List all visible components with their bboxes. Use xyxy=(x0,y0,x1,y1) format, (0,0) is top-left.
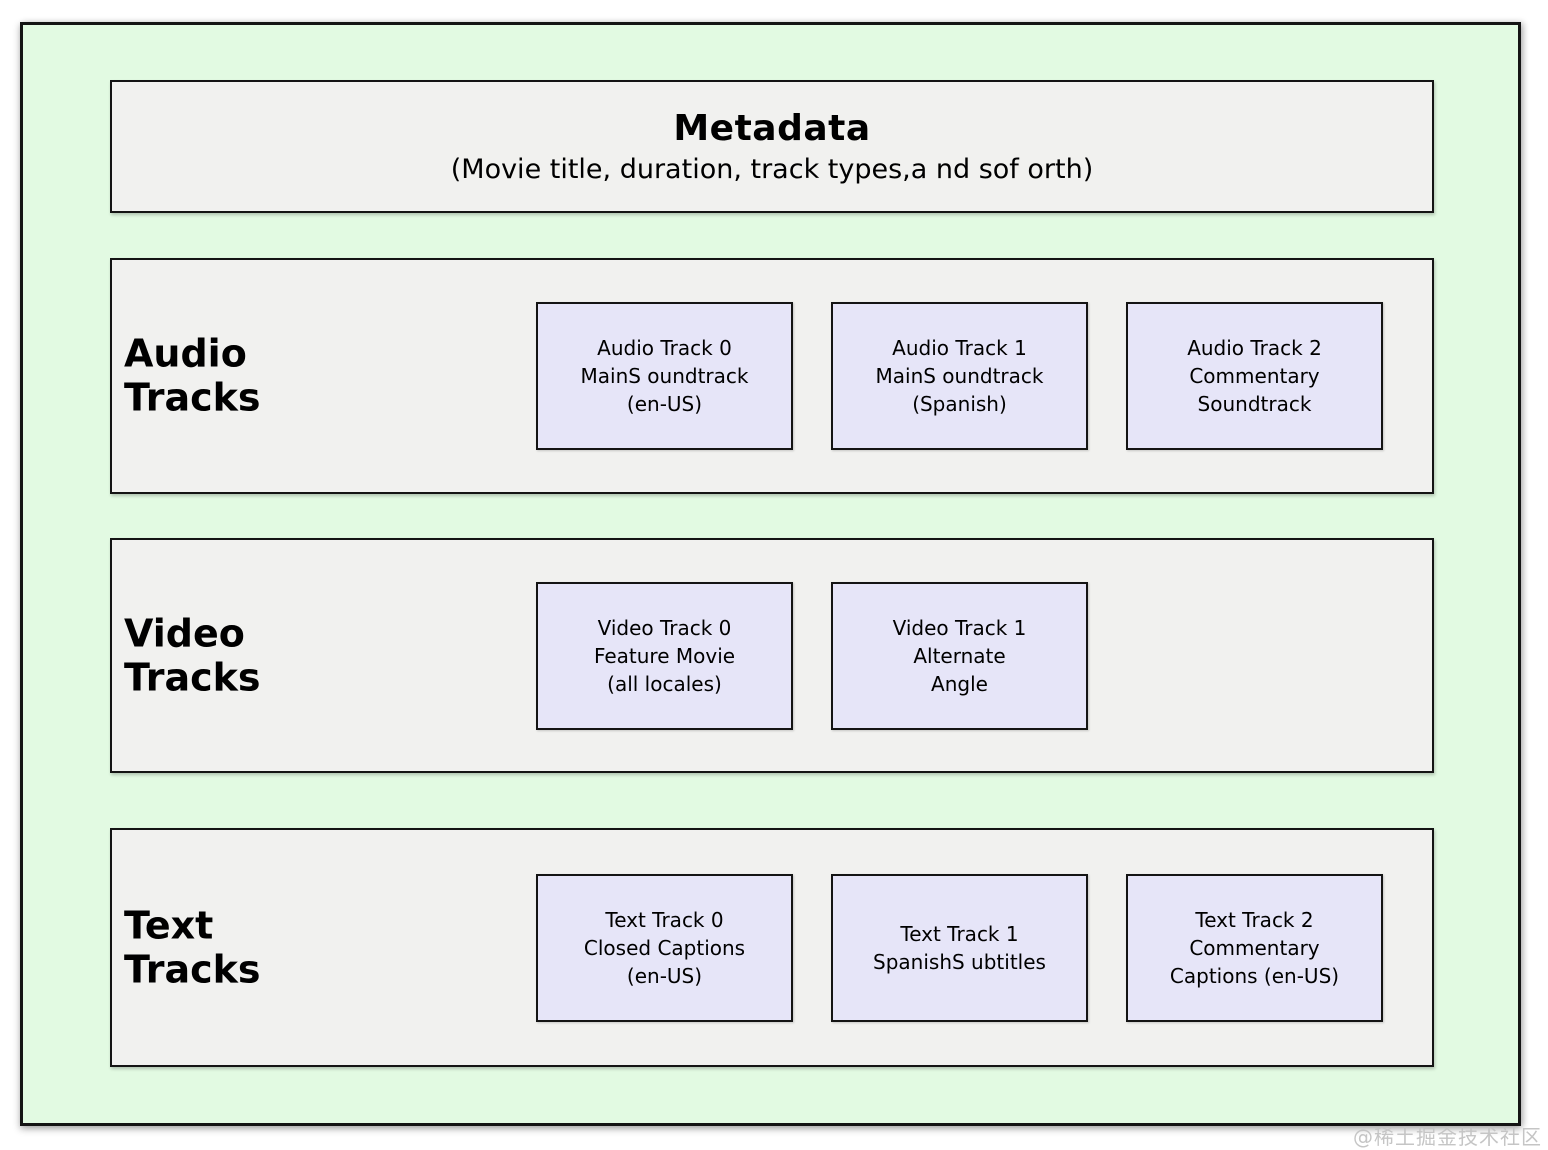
movie-container-frame: Metadata (Movie title, duration, track t… xyxy=(20,22,1521,1126)
audio-tracks-label: Audio Tracks xyxy=(124,331,261,420)
audio-track-2-box: Audio Track 2 Commentary Soundtrack xyxy=(1126,302,1383,450)
video-tracks-row: Video Track 0 Feature Movie (all locales… xyxy=(536,540,1088,771)
video-tracks-section: Video Tracks Video Track 0 Feature Movie… xyxy=(110,538,1434,773)
text-tracks-section: Text Tracks Text Track 0 Closed Captions… xyxy=(110,828,1434,1067)
metadata-title: Metadata xyxy=(673,108,871,149)
text-tracks-label: Text Tracks xyxy=(124,903,261,992)
watermark-text: @稀土掘金技术社区 xyxy=(1353,1125,1542,1149)
video-track-1-box: Video Track 1 Alternate Angle xyxy=(831,581,1088,730)
metadata-box: Metadata (Movie title, duration, track t… xyxy=(110,80,1434,213)
audio-track-0-box: Audio Track 0 MainS oundtrack (en-US) xyxy=(536,302,793,450)
text-track-2-box: Text Track 2 Commentary Captions (en-US) xyxy=(1126,873,1383,1022)
audio-tracks-section: Audio Tracks Audio Track 0 MainS oundtra… xyxy=(110,258,1434,494)
metadata-subtitle: (Movie title, duration, track types,a nd… xyxy=(450,154,1094,185)
audio-track-1-box: Audio Track 1 MainS oundtrack (Spanish) xyxy=(831,302,1088,450)
text-tracks-row: Text Track 0 Closed Captions (en-US) Tex… xyxy=(536,830,1383,1065)
video-track-0-box: Video Track 0 Feature Movie (all locales… xyxy=(536,581,793,730)
text-track-1-box: Text Track 1 SpanishS ubtitles xyxy=(831,873,1088,1022)
video-tracks-label: Video Tracks xyxy=(124,611,261,700)
text-track-0-box: Text Track 0 Closed Captions (en-US) xyxy=(536,873,793,1022)
audio-tracks-row: Audio Track 0 MainS oundtrack (en-US) Au… xyxy=(536,260,1383,492)
